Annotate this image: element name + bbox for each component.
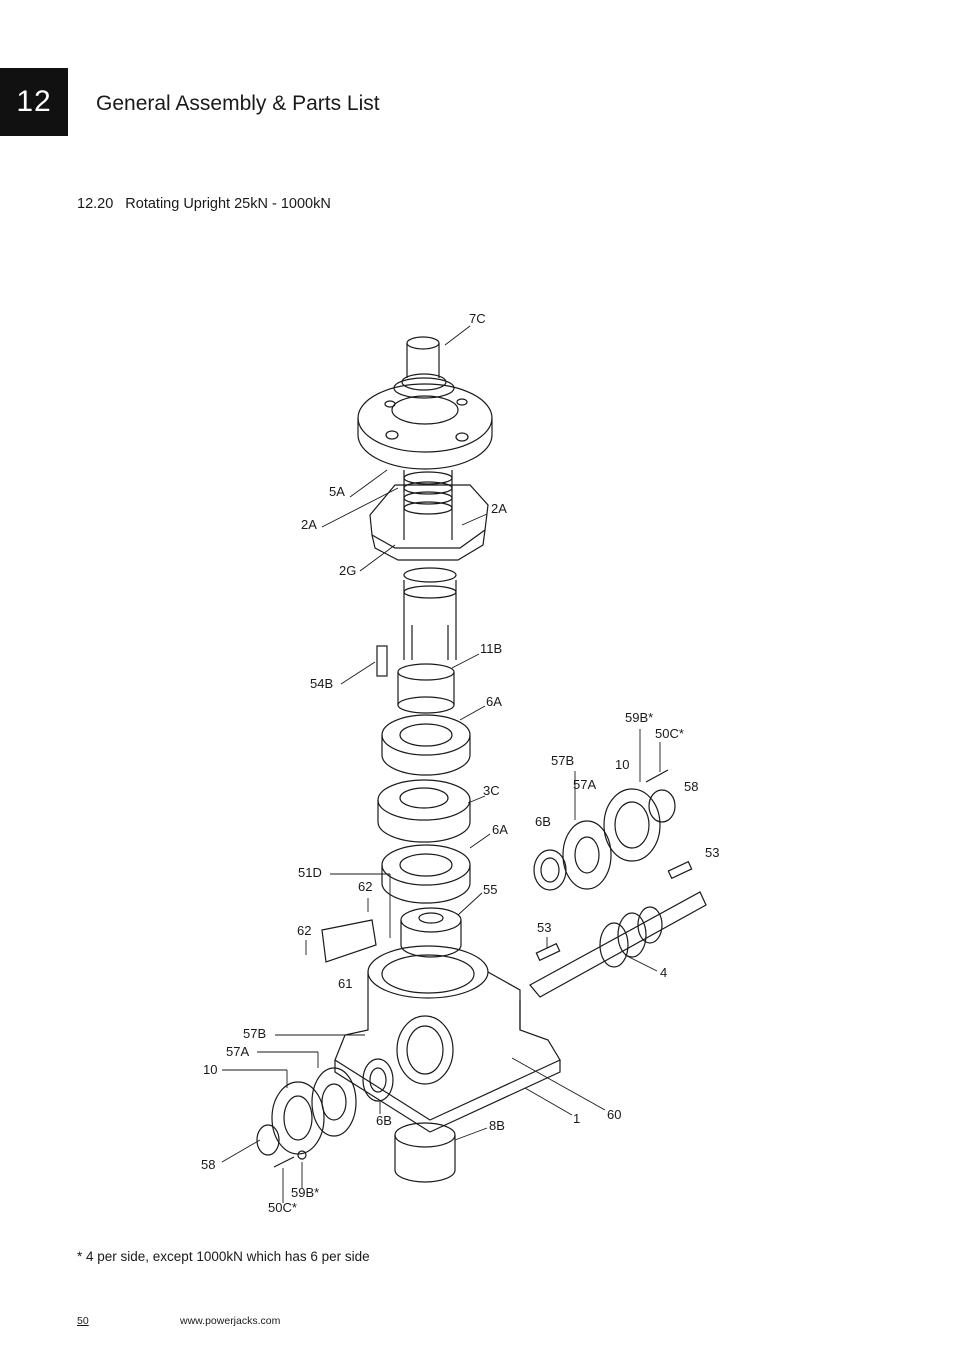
callout-8b: 8B xyxy=(489,1118,505,1133)
worm-shaft-4-drawing xyxy=(529,891,707,998)
nut-2g-drawing xyxy=(369,484,489,583)
callout-54b: 54B xyxy=(310,676,334,691)
key-53-left-drawing xyxy=(535,942,561,962)
cup-8b-drawing xyxy=(394,1122,456,1183)
chapter-number-tab: 12 xyxy=(0,68,68,136)
bush-11b-drawing xyxy=(397,663,455,714)
bearing-6a-mid-drawing xyxy=(381,844,471,904)
callout-2a-right: 2A xyxy=(491,501,507,516)
callout-57b-left: 57B xyxy=(243,1026,267,1041)
callout-50c-right: 50C* xyxy=(655,726,684,741)
section-title: Rotating Upright 25kN - 1000kN xyxy=(125,196,331,212)
footnote: * 4 per side, except 1000kN which has 6 … xyxy=(77,1249,370,1264)
worm-gear-3c-drawing xyxy=(377,779,471,843)
callout-60: 60 xyxy=(607,1107,622,1122)
callout-10-left: 10 xyxy=(203,1062,218,1077)
callout-4: 4 xyxy=(660,965,668,980)
callout-58-left: 58 xyxy=(201,1157,216,1172)
housing-1-drawing xyxy=(334,945,561,1133)
footer-url[interactable]: www.powerjacks.com xyxy=(180,1315,281,1327)
callout-51d: 51D xyxy=(298,865,322,880)
callout-62-upper: 62 xyxy=(358,879,373,894)
page-number: 50 xyxy=(77,1315,89,1327)
callout-59b-left: 59B* xyxy=(291,1185,320,1200)
shaft-7c-drawing xyxy=(393,336,455,399)
section-heading: 12.20 Rotating Upright 25kN - 1000kN xyxy=(77,196,343,212)
callout-58-right: 58 xyxy=(684,779,699,794)
callout-6b-right: 6B xyxy=(535,814,551,829)
callout-5a: 5A xyxy=(329,484,345,499)
leader-lines xyxy=(221,325,661,1203)
callout-61: 61 xyxy=(338,976,353,991)
bearing-6a-top-drawing xyxy=(381,714,471,776)
key-53-right-drawing xyxy=(667,860,693,880)
callout-57b-right: 57B xyxy=(551,753,575,768)
callout-62-lower: 62 xyxy=(297,923,312,938)
callout-6a-mid: 6A xyxy=(492,822,508,837)
callout-2g: 2G xyxy=(339,563,357,578)
callout-2a-left: 2A xyxy=(301,517,317,532)
callout-50c-left: 50C* xyxy=(268,1200,297,1215)
callout-11b: 11B xyxy=(480,641,503,656)
callout-6a-top: 6A xyxy=(486,694,502,709)
callout-7c: 7C xyxy=(469,311,486,326)
callout-6b-left: 6B xyxy=(376,1113,392,1128)
chapter-title: General Assembly & Parts List xyxy=(96,92,380,115)
lower-shaft-drawing xyxy=(403,580,457,660)
callout-53-left: 53 xyxy=(537,920,552,935)
screw-thread-drawing xyxy=(403,470,453,540)
callout-1: 1 xyxy=(573,1111,581,1126)
section-number: 12.20 xyxy=(77,196,114,212)
callout-57a-right: 57A xyxy=(573,777,597,792)
callout-59b-right: 59B* xyxy=(625,710,654,725)
spacer-55-drawing xyxy=(400,907,462,958)
left-bearing-group-drawing xyxy=(256,1058,394,1168)
callout-55: 55 xyxy=(483,882,498,897)
callout-57a-left: 57A xyxy=(226,1044,250,1059)
callout-10-right: 10 xyxy=(615,757,630,772)
guard-61-drawing xyxy=(321,919,377,963)
callout-3c: 3C xyxy=(483,783,500,798)
right-bearing-group-drawing xyxy=(533,769,676,891)
callout-53-right: 53 xyxy=(705,845,720,860)
key-54b-drawing xyxy=(376,645,388,677)
top-flange-drawing xyxy=(357,383,493,470)
